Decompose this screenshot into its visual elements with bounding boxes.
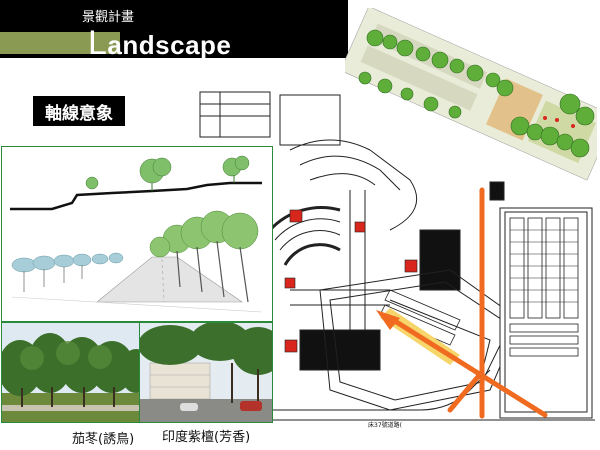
section-sketch bbox=[10, 155, 263, 313]
title-initial: L bbox=[88, 24, 108, 62]
axis-imagery-label: 軸線意象 bbox=[33, 96, 125, 126]
header-title: Landscape bbox=[88, 24, 231, 63]
tree-row-photo bbox=[0, 323, 152, 422]
caption-photo1: 茄苳(誘鳥) bbox=[72, 432, 135, 447]
site-plan: 床37號道路( bbox=[190, 91, 595, 429]
header-accent-strip bbox=[0, 32, 120, 54]
photo-bishop-wood-trees bbox=[0, 322, 152, 423]
title-rest: andscape bbox=[107, 30, 232, 60]
street-photo bbox=[138, 321, 284, 422]
road-label: 床37號道路( bbox=[368, 421, 402, 429]
caption-photo2: 印度紫檀(芳香) bbox=[162, 430, 251, 445]
landscape-render bbox=[345, 8, 597, 181]
photo-padauk-trees bbox=[138, 321, 284, 423]
header-subtitle: 景觀計畫 bbox=[82, 10, 135, 25]
section-sketch-panel bbox=[1, 146, 273, 322]
